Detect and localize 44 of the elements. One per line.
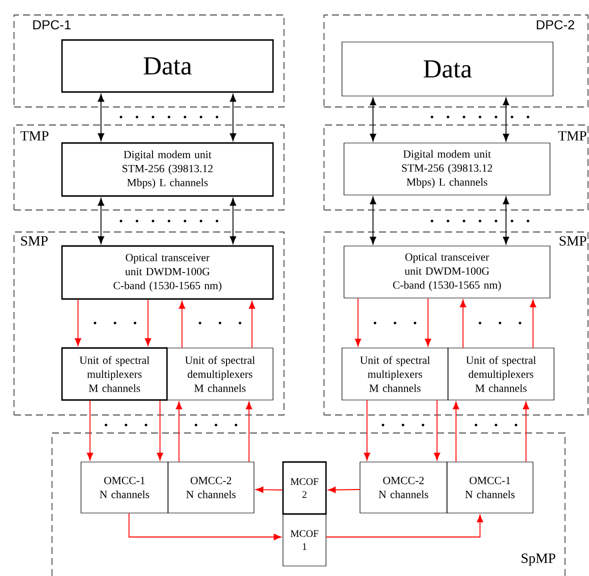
arrow [328, 486, 360, 494]
arrow [230, 94, 236, 141]
unit-box: Digital modem unit STM-256 (39813.12 Mbps) L channels [344, 142, 550, 196]
data-box: Data [61, 39, 274, 93]
filter-box: MCOF 1 [282, 514, 326, 566]
unit-box: OMCC-1 N channels [80, 462, 168, 514]
arrow [364, 400, 370, 460]
arrow [98, 94, 104, 141]
arrow [452, 402, 460, 462]
arrow [144, 299, 152, 346]
arrow [74, 299, 82, 346]
unit-box: OMCC-2 N channels [360, 462, 448, 514]
unit-box: Unit of spectral multiplexers M channels [342, 348, 448, 400]
arrow [502, 98, 510, 142]
arrow [434, 400, 440, 460]
arrow [176, 402, 182, 462]
arrow [256, 486, 283, 493]
arrow [460, 300, 466, 348]
arrow [128, 512, 282, 540]
arrow [86, 400, 94, 460]
unit-box: OMCC-1 N channels [446, 462, 534, 514]
arrow [370, 98, 376, 142]
unit-box: OMCC-2 N channels [168, 462, 254, 514]
unit-box: Digital modem unit STM-256 (39813.12 Mbps) L channels [61, 142, 274, 197]
unit-box: Unit of spectral multiplexers M channels [61, 347, 168, 401]
arrow [248, 301, 256, 348]
arrow [178, 301, 186, 348]
filter-box: MCOF 2 [282, 461, 327, 515]
arrow [98, 198, 104, 244]
arrow [522, 402, 530, 462]
arrow [530, 300, 536, 348]
arrow [156, 400, 164, 460]
unit-box: Optical transceiver unit DWDM-100G C-band (1530-1565 nm) [61, 245, 274, 300]
arrow [246, 402, 252, 462]
arrow [502, 196, 510, 244]
arrow [230, 198, 236, 244]
unit-box: Unit of spectral demultiplexers M channels [166, 348, 274, 400]
data-box: Data [342, 42, 554, 96]
arrow [354, 298, 362, 346]
unit-box: Optical transceiver unit DWDM-100G C-band (1530-1565 nm) [344, 246, 550, 298]
arrow [370, 196, 376, 244]
arrow [326, 514, 484, 538]
unit-box: Unit of spectral demultiplexers M channels [448, 348, 554, 400]
arrow [424, 298, 432, 346]
